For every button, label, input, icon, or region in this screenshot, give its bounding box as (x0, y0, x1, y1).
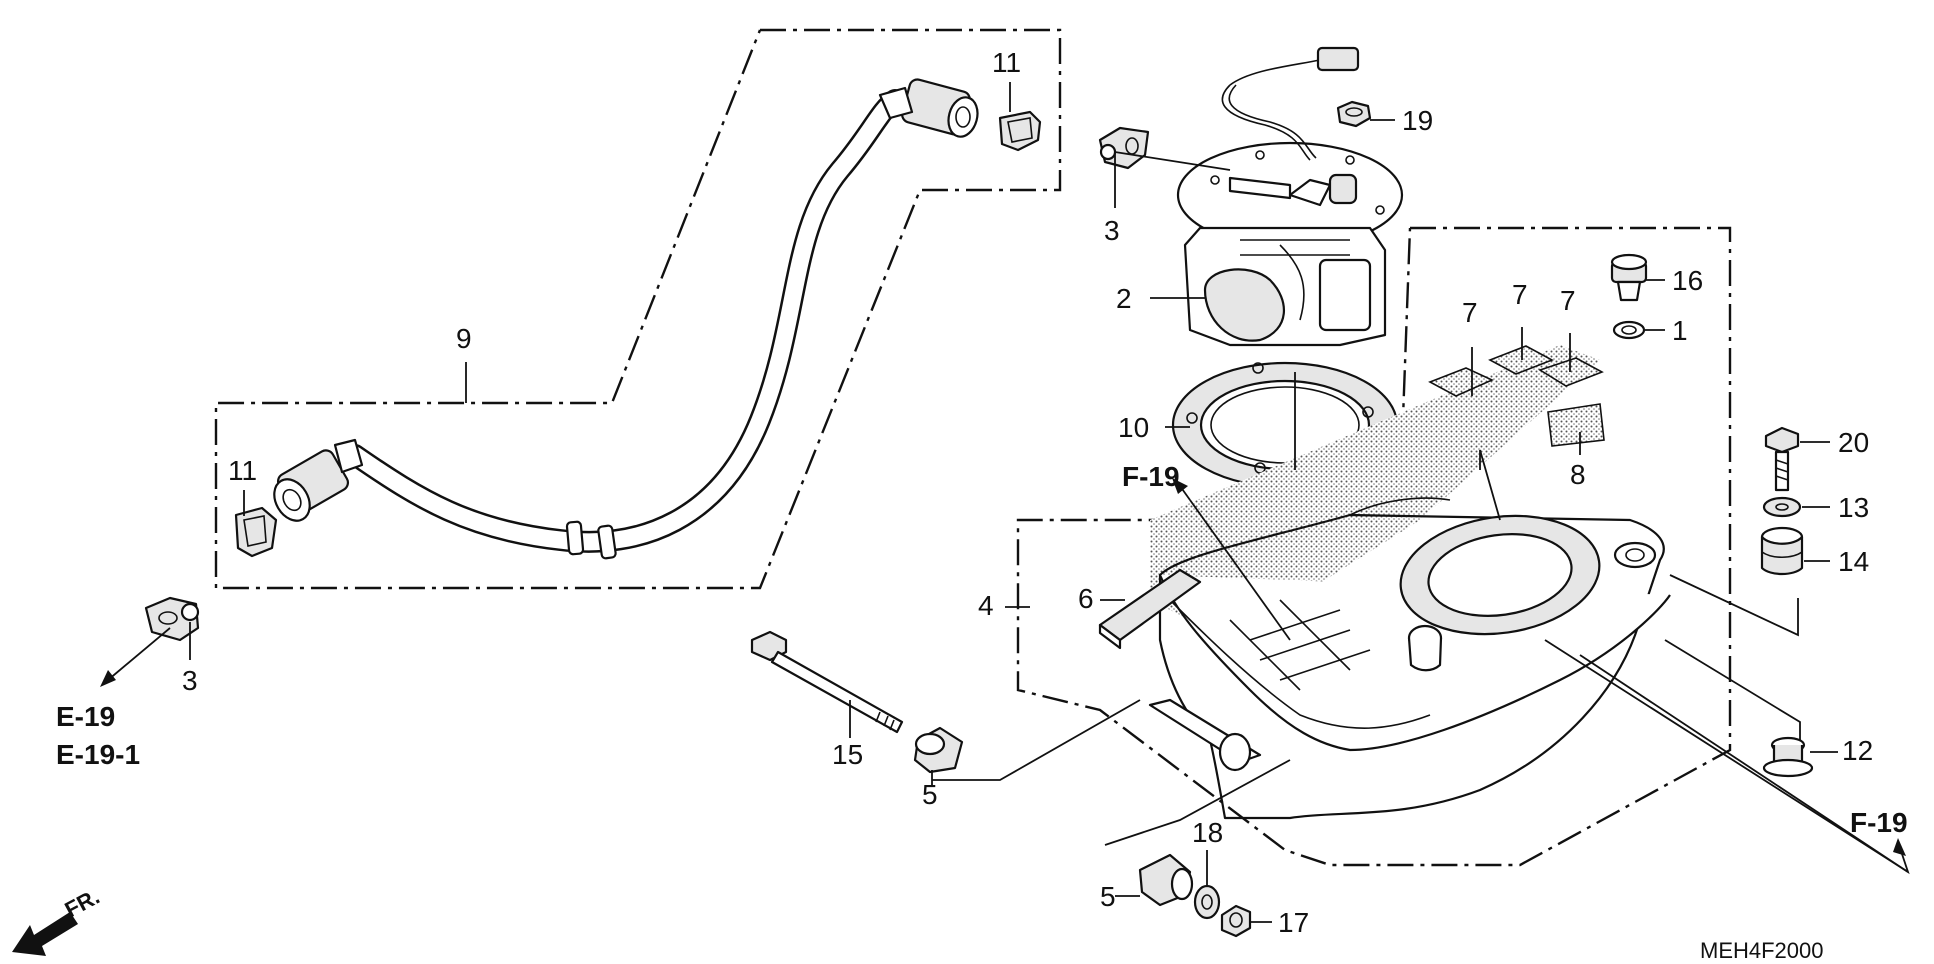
callout-17: 17 (1278, 907, 1309, 938)
hose-connector-lower (273, 438, 364, 522)
nut-19 (1336, 100, 1372, 128)
callout-12: 12 (1842, 735, 1873, 766)
fuel-pump-body (1183, 226, 1387, 347)
collar-12 (1762, 736, 1814, 778)
collar-5-mid (913, 726, 964, 774)
callout-1: 1 (1672, 315, 1688, 346)
callout-2: 2 (1116, 283, 1132, 314)
callout-8: 8 (1570, 459, 1586, 490)
hose-connector-upper (878, 78, 979, 138)
callout-14: 14 (1838, 546, 1869, 577)
callout-11-top: 11 (992, 47, 1021, 78)
ref-e19: E-19 (56, 701, 115, 732)
callout-3-top: 3 (1104, 215, 1120, 246)
callout-11-left: 11 (228, 455, 257, 486)
callout-19: 19 (1402, 105, 1433, 136)
fuel-tank (1148, 345, 1671, 820)
bolt-15 (750, 630, 904, 734)
callout-16: 16 (1672, 265, 1703, 296)
bolt-20 (1764, 426, 1800, 492)
washer-1 (1612, 320, 1646, 340)
clip-11-top (998, 110, 1042, 152)
ref-f19-right: F-19 (1850, 807, 1908, 838)
callout-20: 20 (1838, 427, 1869, 458)
callout-9: 9 (456, 323, 472, 354)
washer-13 (1762, 496, 1802, 518)
callout-7a: 7 (1462, 297, 1478, 328)
tank-group-outline (1016, 226, 1732, 867)
stay-bracket-left (144, 596, 200, 642)
callout-labels: 1 2 3 3 4 5 5 6 7 7 7 8 9 10 11 11 12 13… (56, 47, 1908, 963)
callout-5-bottom: 5 (1100, 881, 1116, 912)
nut-17 (1220, 904, 1252, 938)
callout-13: 13 (1838, 492, 1869, 523)
callout-5-mid: 5 (922, 779, 938, 810)
ref-e19-1: E-19-1 (56, 739, 140, 770)
seal-pads-7 (1428, 345, 1604, 397)
fuel-pump-flange (1176, 46, 1404, 249)
leader-lines (100, 82, 1910, 923)
front-direction-arrow (12, 912, 78, 956)
callout-10: 10 (1118, 412, 1149, 443)
callout-3-left: 3 (182, 665, 198, 696)
callout-18: 18 (1192, 817, 1223, 848)
washer-18 (1193, 884, 1221, 920)
ref-f19-center: F-19 (1122, 461, 1180, 492)
fitting-16 (1610, 253, 1648, 302)
stay-bracket-top (1098, 126, 1150, 170)
callout-7b: 7 (1512, 279, 1528, 310)
rubber-strip-6 (1098, 568, 1202, 650)
clip-11-left (234, 506, 278, 558)
grommet-14 (1760, 526, 1804, 576)
callout-4: 4 (978, 590, 994, 621)
hose-group-outline (214, 28, 1062, 590)
diagram-code: MEH4F2000 (1700, 938, 1824, 963)
callout-15: 15 (832, 739, 863, 770)
fuel-hose (344, 89, 906, 560)
seal-tape-8 (1547, 403, 1605, 447)
collar-5-bottom (1138, 853, 1194, 907)
callout-6: 6 (1078, 583, 1094, 614)
callout-7c: 7 (1560, 285, 1576, 316)
